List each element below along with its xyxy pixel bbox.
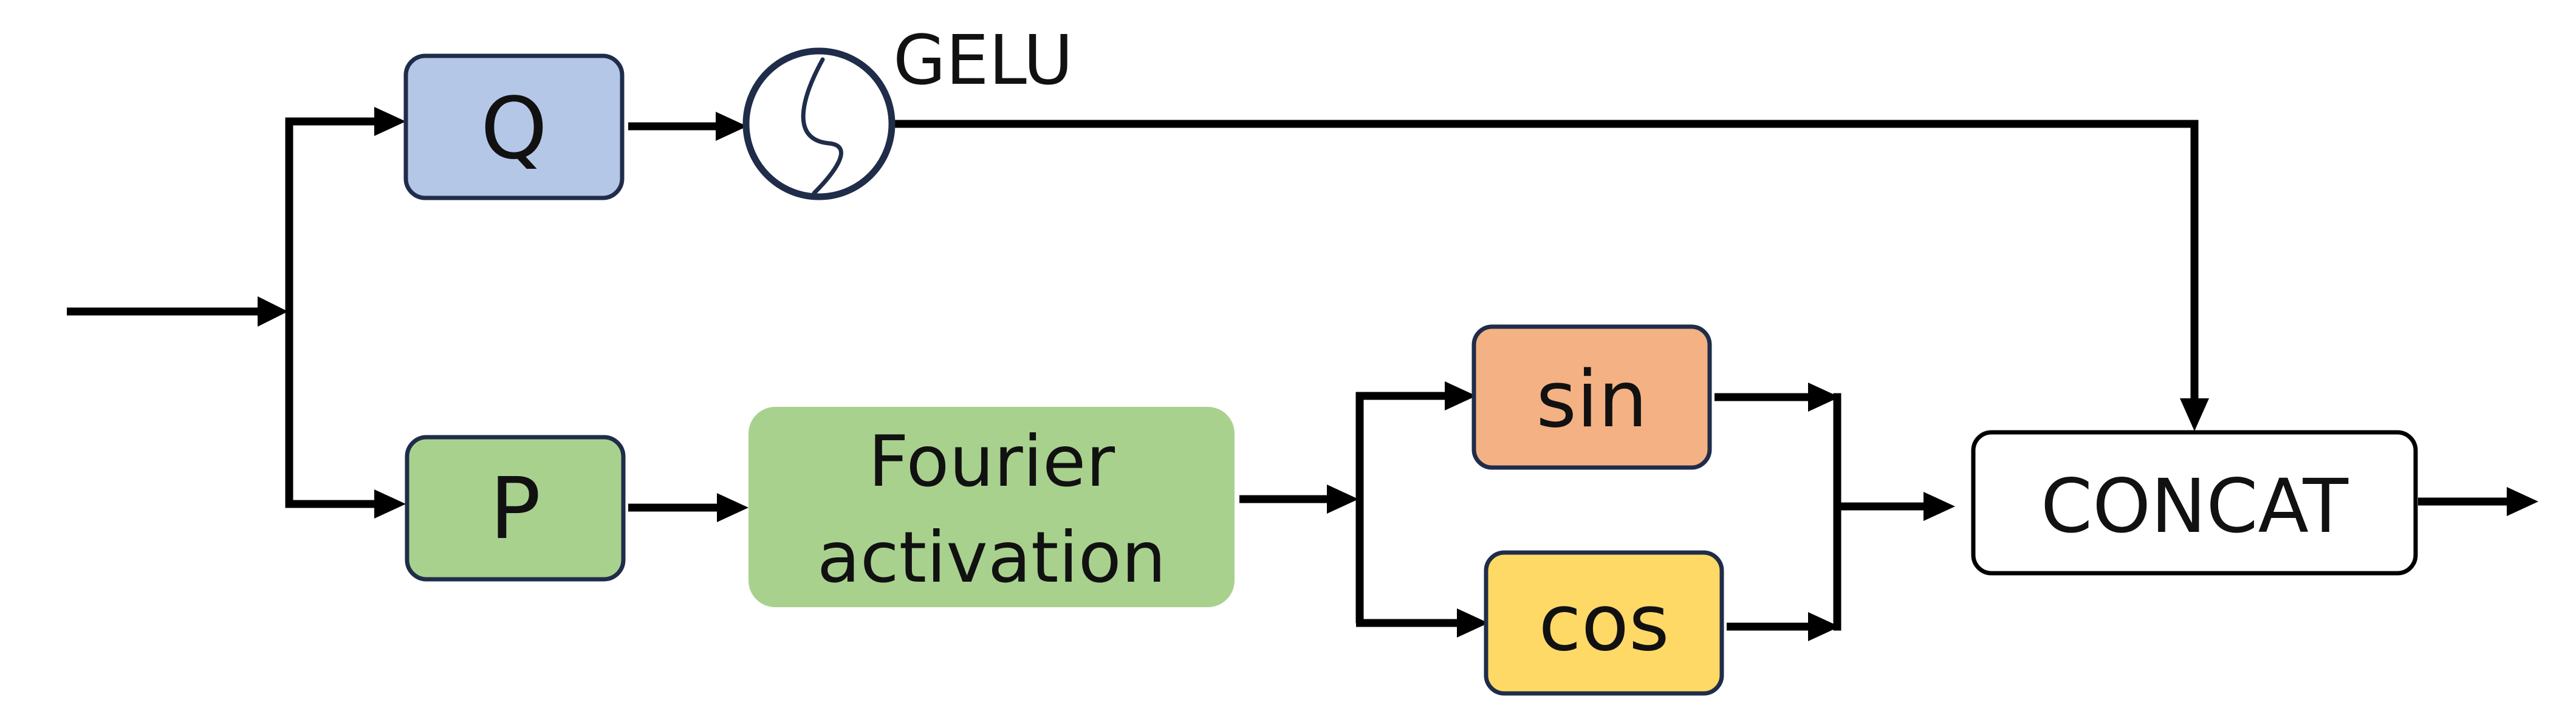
p-label: P — [490, 460, 541, 559]
fourier-label-line2: activation — [817, 517, 1166, 599]
fourier-label-line1: Fourier — [868, 421, 1115, 503]
cos-block: cos — [1484, 550, 1724, 696]
gelu-activation-icon — [742, 47, 896, 200]
q-block: Q — [403, 53, 625, 200]
arrowhead-merge-sin — [1808, 383, 1840, 412]
arrowhead-sin — [1445, 381, 1476, 410]
arrowhead-fourier — [717, 493, 748, 522]
edge-gelu-to-concat — [891, 120, 2199, 403]
input-arrowhead — [258, 296, 288, 327]
output-arrowhead — [2507, 487, 2538, 516]
cos-label: cos — [1538, 578, 1669, 669]
arrowhead-p — [374, 489, 406, 519]
arrowhead-concat-top — [2180, 398, 2209, 431]
fourier-box — [748, 407, 1235, 607]
gelu-label: GELU — [893, 21, 1073, 100]
concat-box — [1971, 430, 2418, 576]
gelu-block: GELU — [742, 21, 1073, 200]
connectors — [67, 107, 2538, 641]
q-label: Q — [481, 80, 547, 179]
arrowhead-gelu — [716, 112, 747, 141]
fourier-block: Fourier activation — [748, 407, 1235, 607]
gelu-curve — [801, 57, 843, 196]
q-box — [403, 53, 625, 200]
arrowhead-merge-cos — [1808, 612, 1840, 641]
p-box — [405, 435, 626, 582]
arrowhead-split2 — [1327, 485, 1358, 514]
p-block: P — [405, 435, 626, 582]
arrowhead-cos — [1457, 608, 1488, 638]
arrowhead-concat-left — [1923, 492, 1955, 521]
cos-box — [1484, 550, 1724, 696]
arrowhead-q — [374, 107, 406, 136]
concat-block: CONCAT — [1971, 430, 2418, 576]
concat-label: CONCAT — [2041, 463, 2349, 550]
sin-box — [1471, 324, 1712, 470]
sin-block: sin — [1471, 324, 1712, 470]
sin-label: sin — [1536, 355, 1647, 445]
